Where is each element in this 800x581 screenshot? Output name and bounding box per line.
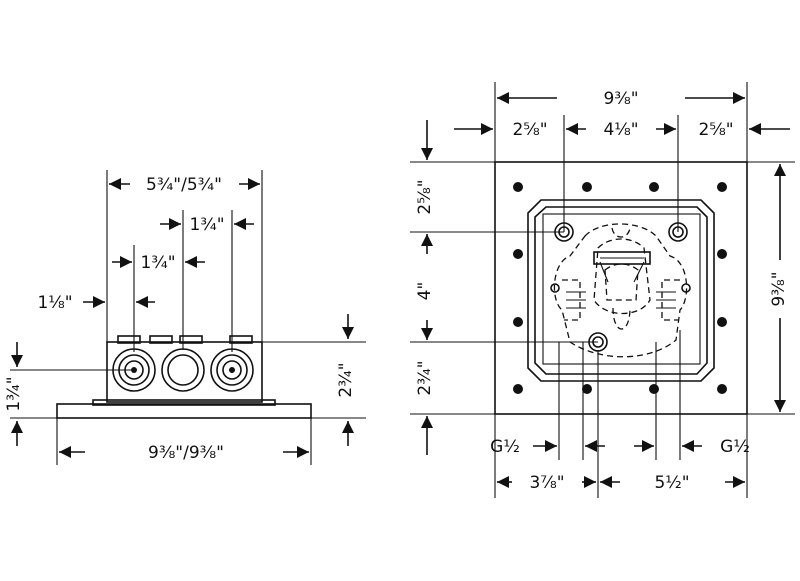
- base-plate: [56, 403, 312, 419]
- left-thread-label: G½: [490, 437, 520, 457]
- center-segment-dim: 4⅛": [603, 120, 638, 140]
- frame-inner: [542, 213, 701, 365]
- valve-body: [106, 341, 263, 403]
- port-spacing-top-dim: 1¾": [189, 215, 224, 235]
- side-view: 5¾"/5¾" 1¾" 1¾" 1⅛" 1¾" 2¾" 9⅜"/9⅜": [4, 170, 366, 465]
- right-port: [210, 348, 254, 392]
- bottom-left-dim: 3⅞": [529, 473, 564, 493]
- mounting-screws: [554, 222, 688, 352]
- left-mid-dim: 4": [415, 282, 435, 301]
- port-spacing-mid-dim: 1¾": [140, 253, 175, 273]
- overall-width-dim: 5¾"/5¾": [146, 175, 222, 195]
- right-height-dim-front: 9⅜": [769, 271, 789, 306]
- base-width-dim: 9⅜"/9⅜": [148, 443, 224, 463]
- center-port: [161, 348, 205, 392]
- plate-holes: [513, 182, 727, 394]
- front-view: 9⅜" 2⅝" 4⅛" 2⅝" 2⅝" 4" 2¾" 9⅜" G½ G½ 3⅞": [410, 82, 795, 498]
- right-thread-label: G½: [720, 437, 750, 457]
- left-offset-dim: 1⅛": [37, 293, 72, 313]
- right-segment-dim: 2⅝": [698, 120, 733, 140]
- valve-outline: [550, 223, 691, 358]
- left-bottom-dim: 2¾": [415, 360, 435, 395]
- left-height-dim: 1¾": [4, 376, 24, 411]
- frame-outer: [527, 199, 715, 382]
- right-height-dim: 2¾": [336, 362, 356, 397]
- top-width-dim: 9⅜": [603, 89, 638, 109]
- left-top-dim: 2⅝": [415, 179, 435, 214]
- mounting-flange: [92, 399, 276, 406]
- left-segment-dim: 2⅝": [512, 120, 547, 140]
- bottom-right-dim: 5½": [654, 473, 689, 493]
- mounting-plate: [494, 161, 748, 415]
